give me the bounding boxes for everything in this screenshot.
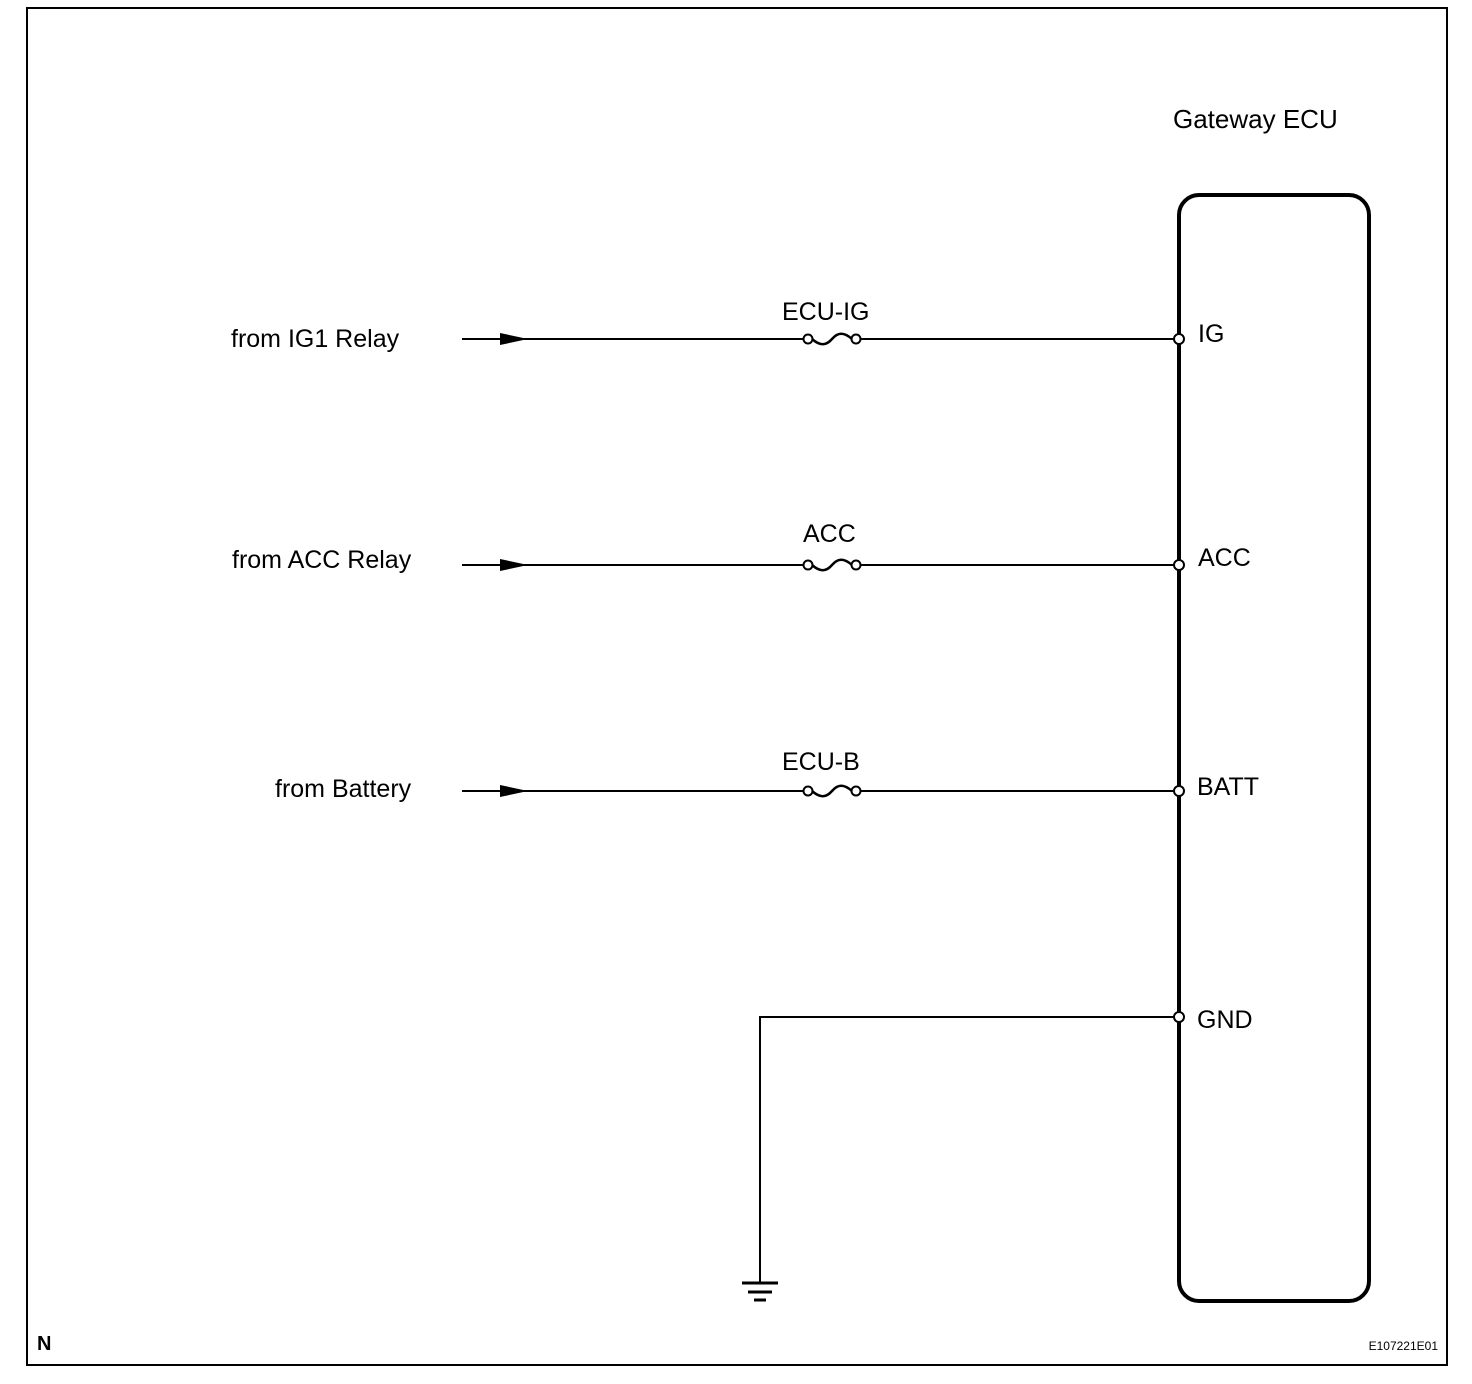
wire	[759, 1016, 1175, 1283]
source-label-acc-relay: from ACC Relay	[232, 546, 412, 574]
arrow-icon	[500, 785, 528, 797]
source-label-battery: from Battery	[275, 775, 412, 803]
diagram-frame	[26, 7, 1448, 1366]
circuit-acc: from ACC Relay ACC ACC	[232, 520, 1251, 574]
circuit-batt: from Battery ECU-B BATT	[275, 748, 1259, 803]
fuse-icon	[802, 332, 862, 346]
pin-label-ig: IG	[1198, 320, 1224, 348]
ecu-box	[1177, 193, 1371, 1303]
fuse-label-ecu-ig: ECU-IG	[782, 298, 870, 326]
fuse-label-acc: ACC	[803, 520, 856, 548]
pin-label-batt: BATT	[1197, 773, 1259, 801]
fuse-label-ecu-b: ECU-B	[782, 748, 860, 776]
corner-mark: N	[37, 1333, 51, 1355]
ground-icon	[742, 1281, 778, 1302]
pin-label-acc: ACC	[1198, 544, 1251, 572]
figure-id: E107221E01	[1369, 1339, 1439, 1353]
circuit-gnd: GND	[742, 1006, 1253, 1302]
terminal-icon	[1173, 559, 1185, 571]
fuse-icon	[802, 784, 862, 798]
terminal-icon	[1173, 1011, 1185, 1023]
pin-label-gnd: GND	[1197, 1006, 1253, 1034]
ecu-title: Gateway ECU	[1173, 104, 1338, 134]
terminal-icon	[1173, 785, 1185, 797]
arrow-icon	[500, 559, 528, 571]
arrow-icon	[500, 333, 528, 345]
fuse-icon	[802, 558, 862, 572]
terminal-icon	[1173, 333, 1185, 345]
source-label-ig1-relay: from IG1 Relay	[231, 325, 400, 353]
circuit-ig: from IG1 Relay ECU-IG IG	[231, 298, 1224, 353]
